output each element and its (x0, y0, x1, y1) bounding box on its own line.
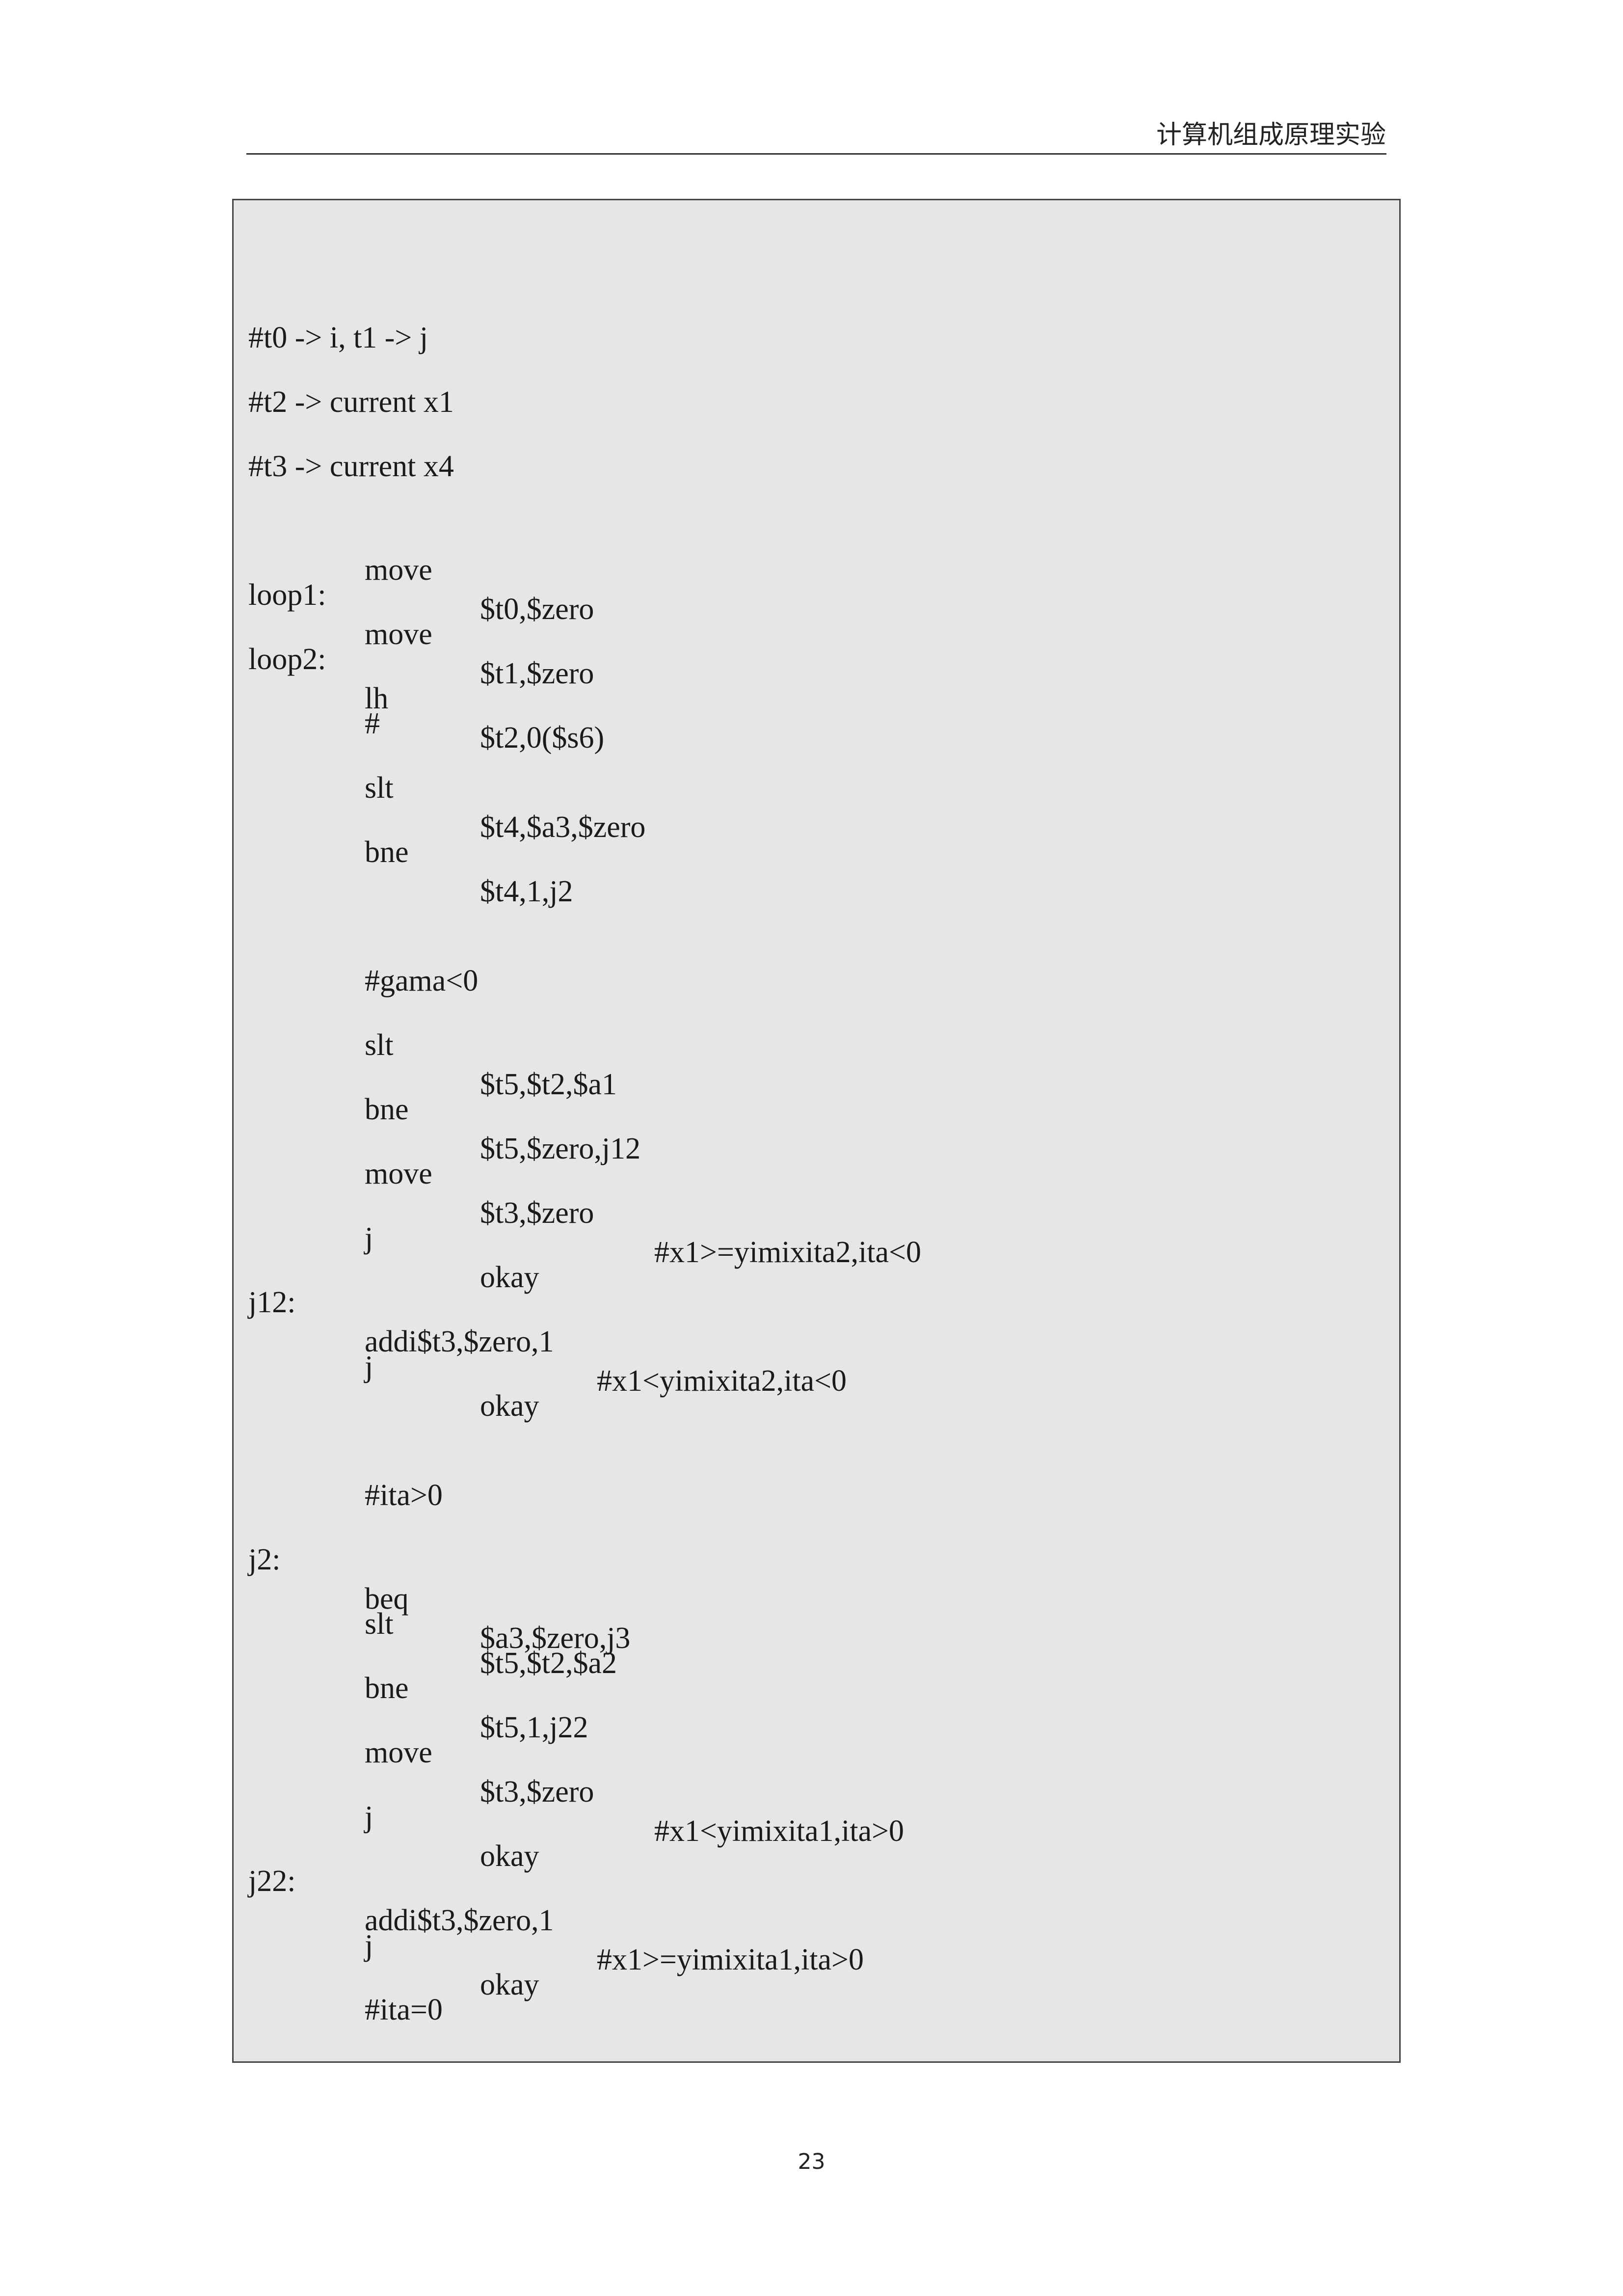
code-label: j12: (248, 1286, 296, 1319)
code-comment: #ita=0 (365, 1993, 443, 2026)
code-opcode: j (365, 1221, 373, 1255)
code-comment: # (365, 707, 380, 740)
code-line: bne $t5,$zero,j12 (234, 1051, 640, 1165)
code-opcode: bne (365, 1672, 409, 1705)
code-line: move $t3,$zero #x1>=yimixita2,ita<0 (234, 1115, 921, 1269)
code-line: #ita>0 (234, 1436, 443, 1512)
code-listing-box: #t0 -> i, t1 -> j #t2 -> current x1 #t3 … (232, 199, 1401, 2063)
code-comment: #x1<yimixita2,ita<0 (597, 1364, 847, 1398)
code-comment: #gama<0 (365, 964, 479, 998)
code-line: j12: addi$t3,$zero,1 #x1<yimixita2,ita<0 (234, 1243, 847, 1398)
code-line: loop2: lh $t2,0($s6) (234, 600, 604, 755)
code-line: bne $t4,1,j2 (234, 793, 573, 908)
code-opcode: j (365, 1350, 373, 1383)
code-opcode: bne (365, 1093, 409, 1126)
code-opcode: move (365, 618, 432, 651)
header-title: 计算机组成原理实验 (1156, 120, 1386, 150)
code-operands: $t1,$zero (480, 657, 594, 690)
code-operands: $t5,$zero,j12 (480, 1132, 641, 1165)
code-operands: $t4,$a3,$zero (480, 810, 646, 844)
code-label: loop2: (248, 643, 326, 676)
code-line: slt $t5,$t2,$a1 (234, 986, 617, 1101)
code-comment: #ita>0 (365, 1479, 443, 1512)
code-comment: #x1>=yimixita2,ita<0 (654, 1236, 922, 1269)
comment-text: #t3 -> current x4 (248, 450, 454, 483)
code-opcode: bne (365, 836, 409, 869)
code-opcode: addi$t3,$zero,1 (365, 1325, 554, 1358)
code-opcode: addi$t3,$zero,1 (365, 1904, 554, 1937)
code-line: slt $t5,$t2,$a2 (234, 1565, 617, 1680)
code-line: j okay (234, 1179, 539, 1294)
code-line: j okay (234, 1308, 539, 1423)
code-label: j2: (248, 1543, 281, 1576)
code-line: j okay (234, 1758, 539, 1873)
code-operands: $t5,$t2,$a1 (480, 1068, 617, 1101)
code-comment: #x1<yimixita1,ita>0 (654, 1814, 905, 1848)
code-line: # (234, 665, 380, 740)
code-line: j okay (234, 1887, 539, 2001)
code-operands: $t4,1,j2 (480, 875, 573, 908)
code-label: j22: (248, 1864, 296, 1898)
code-operands: okay (480, 1839, 539, 1873)
code-operands: $t3,$zero (480, 1196, 594, 1230)
comment-text: #t2 -> current x1 (248, 385, 454, 419)
code-line: move $t3,$zero #x1<yimixita1,ita>0 (234, 1694, 904, 1848)
code-opcode: j (365, 1929, 373, 1962)
code-line: #ita=0 (234, 1951, 443, 2026)
code-line: j22: addi$t3,$zero,1 #x1>=yimixita1,ita>… (234, 1822, 864, 1976)
code-comment-line: #t0 -> i, t1 -> j (234, 279, 428, 354)
code-operands: $t3,$zero (480, 1775, 594, 1809)
code-operands: okay (480, 1389, 539, 1423)
code-operands: $t5,$t2,$a2 (480, 1647, 617, 1680)
code-opcode: slt (365, 1028, 394, 1062)
code-opcode: move (365, 1736, 432, 1769)
header-rule (246, 153, 1386, 155)
code-line: loop1: move $t1,$zero (234, 536, 594, 690)
code-operands: $t2,0($s6) (480, 721, 605, 755)
code-opcode: move (365, 1157, 432, 1190)
code-opcode: slt (365, 1607, 394, 1641)
code-opcode: slt (365, 771, 394, 805)
code-line: slt $t4,$a3,$zero (234, 729, 645, 844)
code-opcode: j (365, 1800, 373, 1834)
code-opcode: beq (365, 1582, 409, 1616)
code-label: loop1: (248, 578, 326, 612)
code-comment: #x1>=yimixita1,ita>0 (597, 1943, 864, 1976)
code-line: move $t0,$zero (234, 472, 594, 626)
code-line: #gama<0 (234, 922, 478, 998)
code-operands: $t0,$zero (480, 593, 594, 626)
comment-text: #t0 -> i, t1 -> j (248, 321, 428, 354)
code-opcode: move (365, 553, 432, 587)
page-number: 23 (798, 2149, 825, 2174)
code-operands: okay (480, 1968, 539, 2001)
code-comment-line: #t3 -> current x4 (234, 407, 454, 483)
code-operands: $t5,1,j22 (480, 1711, 588, 1744)
code-comment-line: #t2 -> current x1 (234, 343, 454, 419)
code-operands: $a3,$zero,j3 (480, 1621, 631, 1655)
code-line: bne $t5,1,j22 (234, 1629, 588, 1744)
code-operands: okay (480, 1261, 539, 1294)
code-line: j2: beq $a3,$zero,j3 (234, 1501, 630, 1655)
code-opcode: lh (365, 682, 389, 715)
